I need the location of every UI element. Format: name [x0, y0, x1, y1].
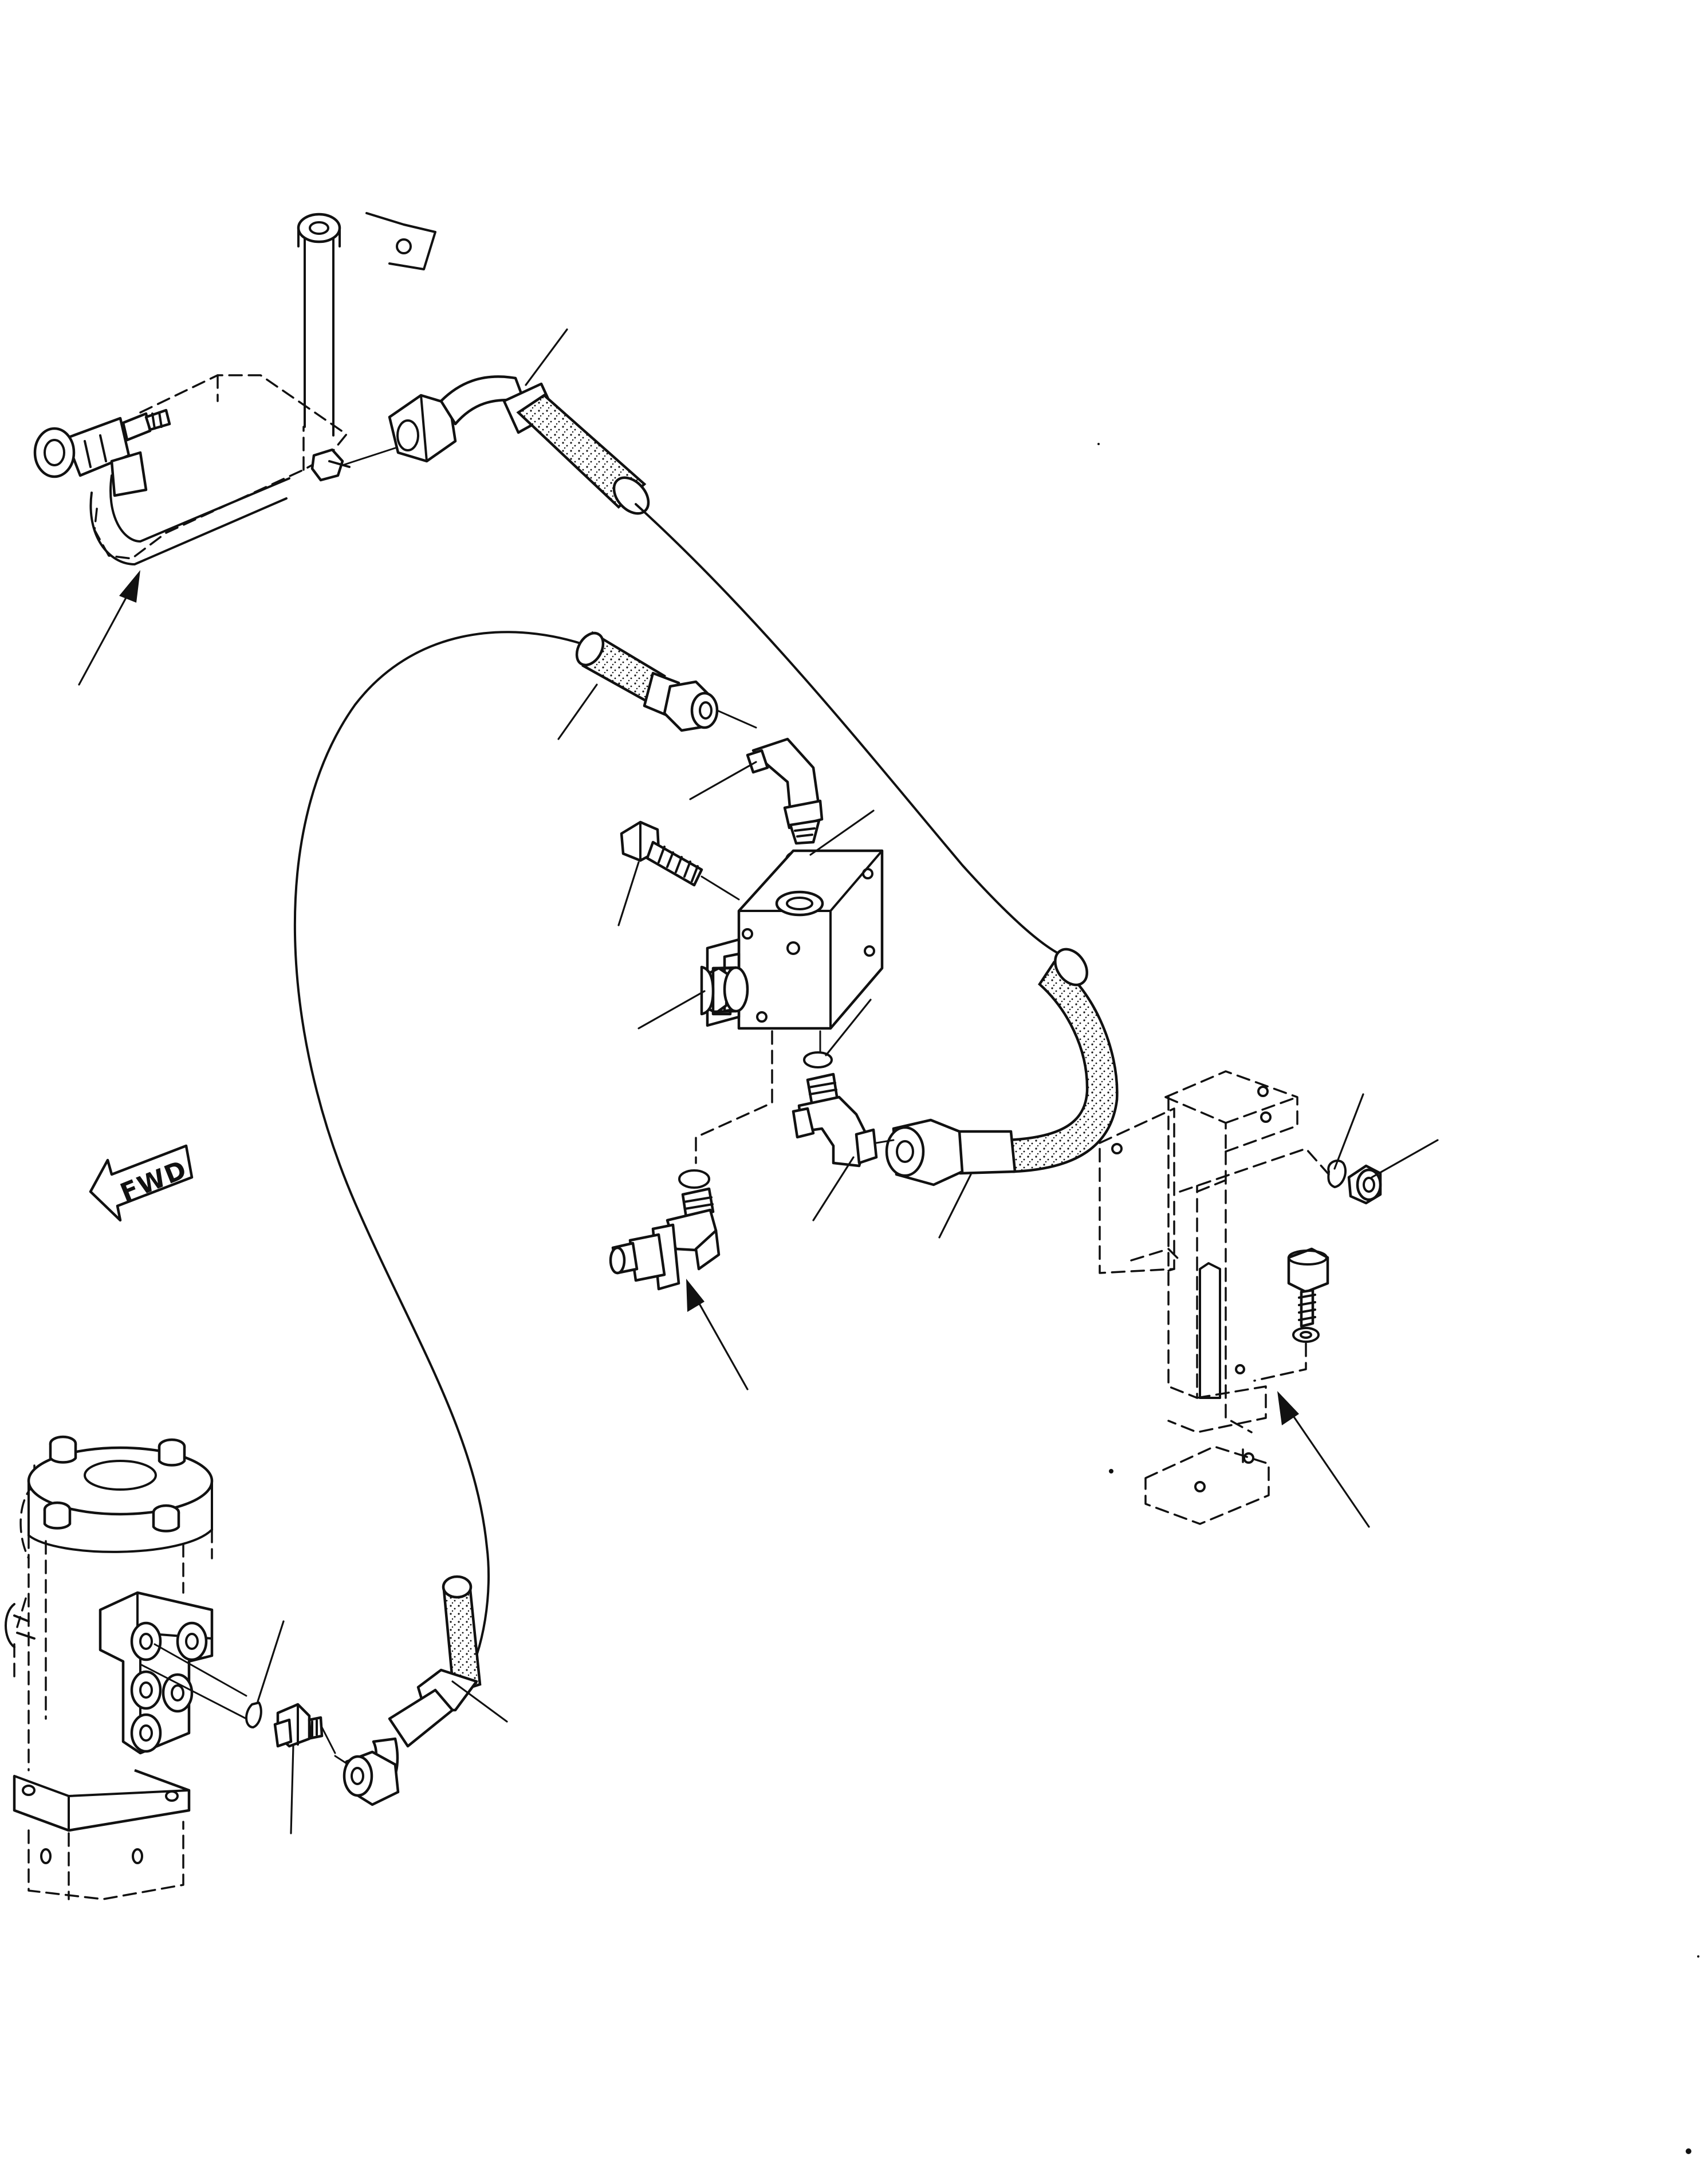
leader-upper-hose-ferrule	[938, 1173, 972, 1239]
upper-hose-sleeve	[516, 394, 647, 509]
loop-tube	[89, 474, 290, 565]
lower-hose-line	[293, 631, 585, 1685]
valve-top-port	[775, 890, 824, 917]
top-elbow-fitting	[746, 737, 824, 845]
leader-bottom-o-ring	[825, 999, 872, 1056]
steering-port-1	[130, 1621, 162, 1661]
lower-long-hose	[293, 631, 757, 1806]
bottom-elbow-fitting	[792, 1072, 895, 1168]
cap-bolts	[43, 1435, 186, 1533]
bracket-screw	[1253, 1247, 1329, 1382]
bracket-slot	[1199, 1262, 1221, 1399]
upper-hose-line	[635, 503, 1069, 959]
leader-steering-o-ring	[257, 1620, 285, 1703]
steering-base-flange	[13, 1769, 191, 1832]
fwd-arrow-outline	[89, 1144, 194, 1222]
leader-upper-hose	[525, 328, 568, 386]
threaded-adapter	[121, 408, 171, 442]
vertical-tube	[304, 237, 334, 437]
leader-bolt	[617, 861, 640, 926]
arrow-tube-assembly	[78, 570, 140, 686]
callout-leaders	[257, 328, 1439, 1834]
steering-o-ring	[245, 1702, 262, 1728]
fwd-direction-indicator: FWD	[89, 1144, 194, 1222]
tube-side-nut	[310, 448, 344, 482]
steering-unit-outline	[13, 1460, 36, 1680]
bracket-hole	[396, 238, 412, 254]
valve-body	[737, 849, 884, 1030]
valve-mounting-bolt	[620, 820, 740, 901]
upper-hose	[388, 375, 1119, 1186]
steering-adapter	[245, 1702, 336, 1754]
bracket-base-plate	[1144, 1445, 1270, 1525]
valve-block	[609, 737, 895, 1291]
arrow-bracket-screw	[1277, 1391, 1370, 1528]
lower-left-o-ring	[678, 1169, 710, 1189]
lower-left-elbow-fitting	[609, 1187, 721, 1291]
leader-lower-hose-bottom	[451, 1680, 508, 1723]
tee-fitting	[33, 416, 148, 497]
leader-bottom-elbow	[812, 1156, 855, 1221]
upper-tube-assembly	[33, 212, 436, 565]
leader-top-o-ring	[809, 810, 875, 856]
scan-specks	[1097, 443, 1699, 2154]
bottom-o-ring	[803, 1051, 833, 1068]
arrow-lower-left-elbow	[686, 1279, 749, 1390]
pointer-arrows	[78, 570, 1370, 1528]
bracket-nut-washer	[1179, 1148, 1382, 1205]
leader-washer	[1333, 1093, 1364, 1170]
upper-hose-lower-ferrule	[955, 1130, 1017, 1175]
leader-cylinder-plug	[637, 990, 706, 1030]
mounting-bracket	[1099, 1070, 1382, 1525]
upper-hose-lower-sleeve	[1006, 960, 1119, 1173]
steering-control-unit	[5, 1435, 247, 1900]
tube-end-fitting	[297, 213, 341, 243]
leader-lower-hose-upper	[557, 683, 598, 740]
leader-steering-adapter	[290, 1745, 294, 1834]
leader-nut	[1371, 1139, 1439, 1178]
valve-lower-dash	[695, 1030, 773, 1164]
tube-mounting-bracket	[365, 212, 436, 270]
bracket-outline	[1099, 1107, 1175, 1274]
leader-top-elbow	[689, 761, 757, 800]
